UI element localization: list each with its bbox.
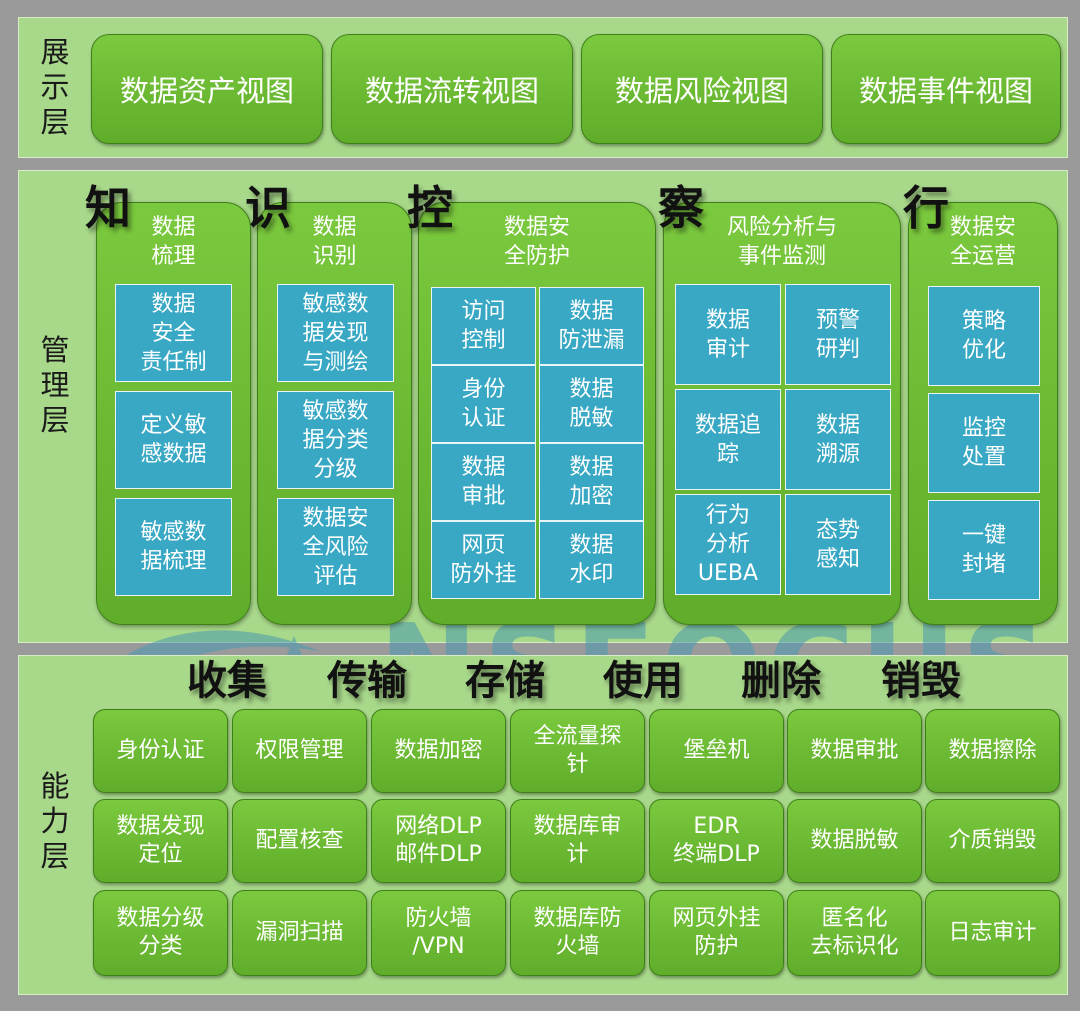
capability-box: 网络DLP 邮件DLP (371, 799, 506, 883)
item-box: 访问 控制 (431, 287, 536, 365)
column-risk-monitoring: 风险分析与 事件监测 数据 审计 预警 研判 数据追 踪 数据 溯源 行为 分析… (663, 202, 901, 625)
management-layer: 管理层 NSFOCUS 数据 梳理 数据 安全 责任制 定义敏 感数据 敏感数 … (18, 170, 1068, 726)
capability-box: 全流量探 针 (510, 709, 645, 793)
column-data-identification: 数据 识别 敏感数 据发现 与测绘 敏感数 据分类 分级 数据安 全风险 评估 (257, 202, 412, 625)
stage-collect: 收集 (187, 658, 267, 704)
management-layer-label: 管理层 (40, 333, 70, 437)
item-box: 数据 防泄漏 (539, 287, 644, 365)
item-box: 态势 感知 (785, 494, 891, 595)
item-box: 数据追 踪 (675, 389, 781, 490)
item-box: 数据 水印 (539, 521, 644, 599)
column-data-sorting: 数据 梳理 数据 安全 责任制 定义敏 感数据 敏感数 据梳理 (96, 202, 251, 625)
phase-identify: 识 (245, 181, 291, 235)
column-title: 数据安 全运营 (949, 215, 1016, 269)
stage-delete: 删除 (741, 658, 821, 704)
item-box: 定义敏 感数据 (115, 391, 232, 489)
phase-control: 控 (407, 181, 453, 235)
item-box: 数据 审计 (675, 284, 781, 385)
item-box: 数据 审批 (431, 443, 536, 521)
capability-box: 数据发现 定位 (93, 799, 228, 883)
capability-box: 漏洞扫描 (232, 890, 367, 976)
item-box: 行为 分析 UEBA (675, 494, 781, 595)
capability-box: 数据库审 计 (510, 799, 645, 883)
capability-box: 网页外挂 防护 (649, 890, 784, 976)
item-box: 预警 研判 (785, 284, 891, 385)
display-layer-label: 展示层 (40, 35, 70, 139)
capability-box: 数据库防 火墙 (510, 890, 645, 976)
column-title: 数据安 全防护 (503, 215, 570, 269)
item-box: 数据 溯源 (785, 389, 891, 490)
capability-layer-label: 能力层 (40, 769, 70, 873)
phase-know: 知 (85, 181, 131, 235)
column-title: 风险分析与 事件监测 (726, 215, 837, 269)
capability-box: 介质销毁 (925, 799, 1060, 883)
capability-box: 防火墙 /VPN (371, 890, 506, 976)
capability-layer: 能力层 收集 传输 存储 使用 删除 销毁 身份认证 权限管理 数据加密 全流量… (18, 655, 1068, 995)
capability-box: EDR 终端DLP (649, 799, 784, 883)
capability-box: 身份认证 (93, 709, 228, 793)
capability-box: 数据加密 (371, 709, 506, 793)
display-layer: 展示层 数据资产视图 数据流转视图 数据风险视图 数据事件视图 (18, 17, 1068, 158)
item-box: 数据 脱敏 (539, 365, 644, 443)
stage-use: 使用 (603, 658, 683, 704)
phase-observe: 察 (658, 181, 704, 235)
column-title: 数据 识别 (312, 215, 357, 269)
item-box: 敏感数 据分类 分级 (277, 391, 394, 489)
capability-box: 数据脱敏 (787, 799, 922, 883)
item-box: 策略 优化 (928, 286, 1040, 386)
column-data-protection: 数据安 全防护 访问 控制 数据 防泄漏 身份 认证 数据 脱敏 数据 审批 数… (418, 202, 656, 625)
capability-box: 权限管理 (232, 709, 367, 793)
capability-box: 配置核查 (232, 799, 367, 883)
item-box: 身份 认证 (431, 365, 536, 443)
stage-store: 存储 (465, 658, 545, 704)
item-box: 数据安 全风险 评估 (277, 498, 394, 596)
item-box: 监控 处置 (928, 393, 1040, 493)
view-data-asset: 数据资产视图 (91, 34, 323, 144)
capability-box: 数据擦除 (925, 709, 1060, 793)
stage-transmit: 传输 (327, 658, 407, 704)
column-title: 数据 梳理 (151, 215, 196, 269)
capability-box: 堡垒机 (649, 709, 784, 793)
view-data-flow: 数据流转视图 (331, 34, 573, 144)
item-box: 敏感数 据发现 与测绘 (277, 284, 394, 382)
capability-box: 数据分级 分类 (93, 890, 228, 976)
item-box: 数据 安全 责任制 (115, 284, 232, 382)
item-box: 一键 封堵 (928, 500, 1040, 600)
view-data-risk: 数据风险视图 (581, 34, 823, 144)
view-data-event: 数据事件视图 (831, 34, 1061, 144)
item-box: 数据 加密 (539, 443, 644, 521)
capability-box: 日志审计 (925, 890, 1060, 976)
item-box: 网页 防外挂 (431, 521, 536, 599)
capability-box: 匿名化 去标识化 (787, 890, 922, 976)
stage-destroy: 销毁 (881, 658, 961, 704)
column-security-operation: 数据安 全运营 策略 优化 监控 处置 一键 封堵 (908, 202, 1058, 625)
item-box: 敏感数 据梳理 (115, 498, 232, 596)
phase-act: 行 (903, 181, 949, 235)
capability-box: 数据审批 (787, 709, 922, 793)
